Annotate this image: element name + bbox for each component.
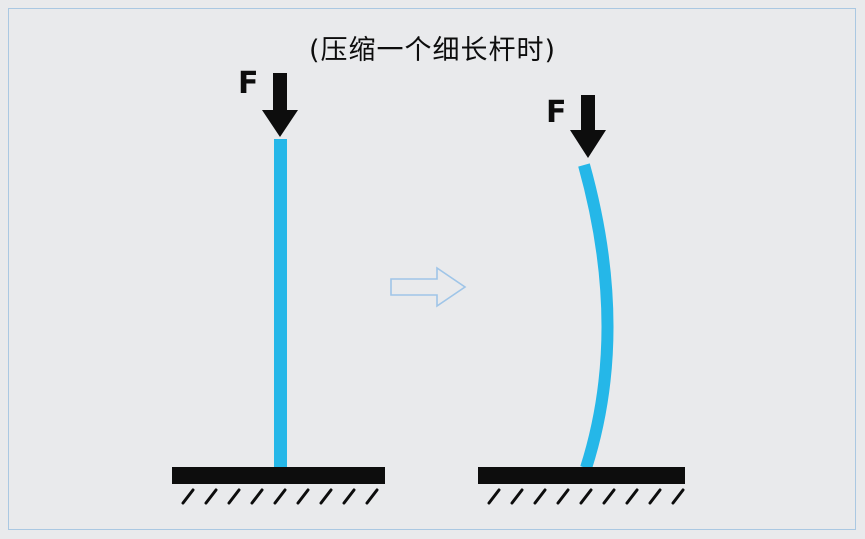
ground-hatching-left — [181, 488, 379, 505]
force-label-left: F — [238, 66, 259, 101]
down-arrow-icon — [262, 73, 298, 137]
ground-hatching-right — [487, 488, 685, 505]
ground-bar-right — [478, 467, 685, 484]
ground-bar-left — [172, 467, 385, 484]
straight-rod — [274, 139, 287, 470]
buckled-rod-figure: F — [478, 95, 685, 505]
straight-rod-figure: F — [172, 66, 385, 505]
buckled-rod — [578, 163, 614, 470]
right-arrow-icon — [390, 266, 467, 308]
diagram-title: (压缩一个细长杆时) — [308, 35, 557, 66]
transition-arrow — [390, 266, 467, 308]
down-arrow-icon — [570, 95, 606, 158]
force-label-right: F — [546, 95, 567, 130]
